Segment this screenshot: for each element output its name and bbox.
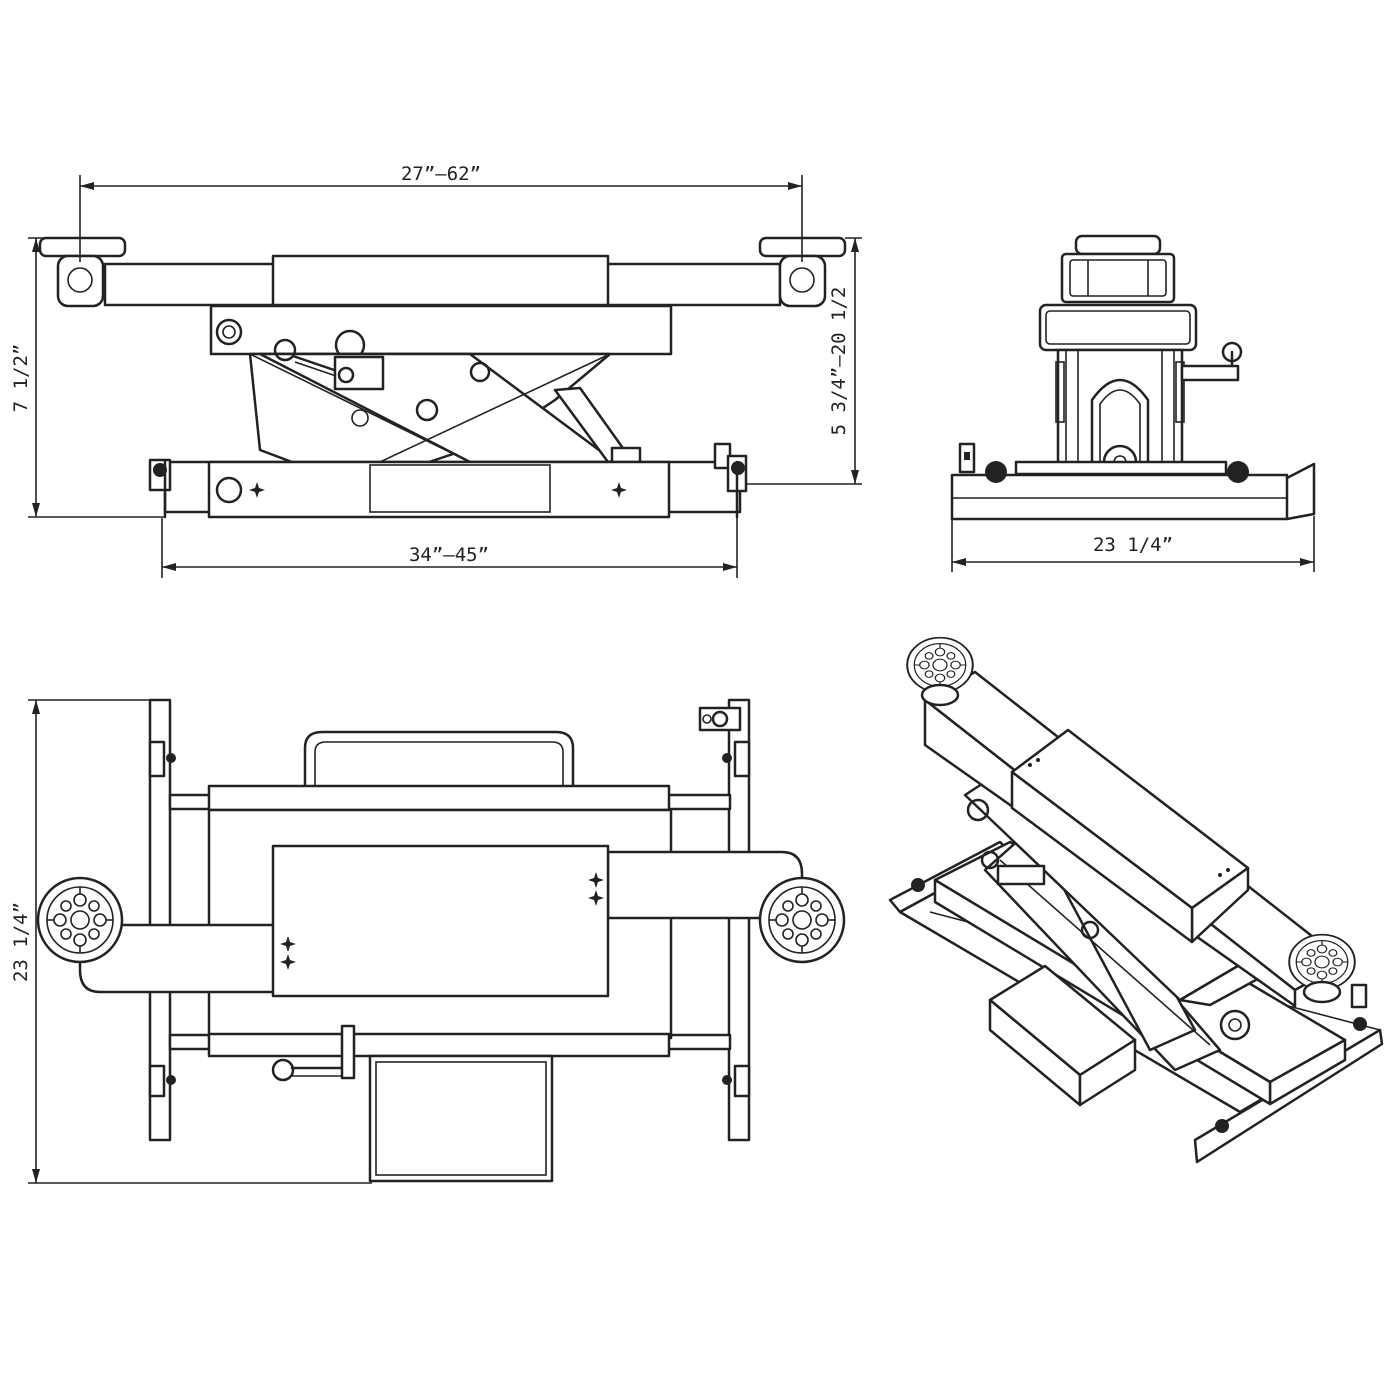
side-pad-left — [38, 236, 127, 258]
plan-view-dimensions: 23 1/4” — [10, 699, 372, 1184]
plan-pad-left — [36, 876, 124, 964]
side-top-slider — [271, 254, 610, 307]
dim-closed-height: 7 1/2” — [10, 344, 32, 413]
end-base — [950, 473, 1289, 521]
dim-base-length: 34”–45” — [409, 544, 489, 566]
plan-view — [36, 698, 846, 1183]
side-middle-block — [209, 304, 673, 356]
end-view-dimensions: 23 1/4” — [951, 516, 1315, 572]
plan-pad-right — [758, 876, 846, 964]
end-tower — [1056, 348, 1184, 470]
iso-view — [888, 636, 1384, 1164]
dim-plan-width: 23 1/4” — [10, 902, 32, 982]
plan-tray — [368, 1054, 554, 1183]
dim-top-width: 27”–62” — [401, 163, 481, 185]
end-saddle — [1060, 252, 1176, 304]
end-view — [950, 234, 1316, 521]
plan-rail-left — [148, 698, 172, 1142]
plan-slider — [271, 844, 610, 998]
plan-rail-right — [727, 698, 751, 1142]
side-view-dimensions: 27”–62” 34”–45” 7 1/2” 5 3/4”–20 1/2 — [10, 163, 862, 578]
dim-end-width: 23 1/4” — [1093, 534, 1173, 556]
side-view — [38, 236, 847, 519]
dim-lift-range: 5 3/4”–20 1/2 — [828, 287, 850, 436]
